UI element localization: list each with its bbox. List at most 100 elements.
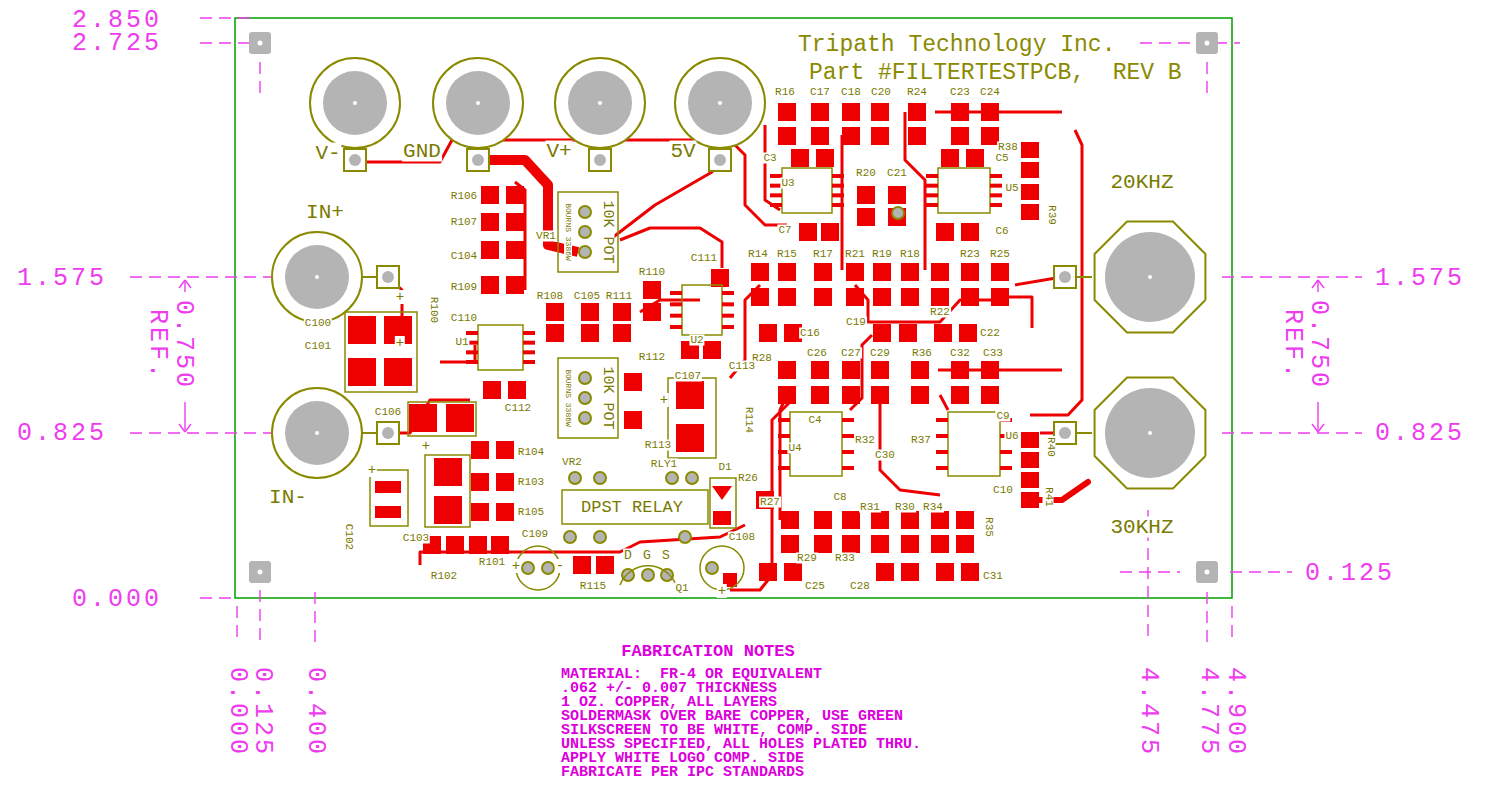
smd-pad: [846, 288, 864, 306]
silkscreen-label: 10K POT: [600, 199, 615, 264]
reference-designator: C32: [949, 348, 971, 359]
smd-pad: [951, 103, 969, 121]
through-hole: [594, 472, 606, 484]
silkscreen-label: BOURNS 3386W: [564, 368, 572, 428]
component-outline: [782, 168, 832, 213]
ic-lead: [778, 418, 790, 422]
smd-pad: [842, 103, 860, 121]
reference-designator: R21: [844, 249, 866, 260]
smd-pad: [934, 324, 952, 342]
copper-trace: [780, 395, 787, 520]
dimension-line: [259, 62, 260, 100]
component-outline: [682, 285, 722, 335]
smd-pad: [873, 288, 891, 306]
silkscreen-label: S: [661, 549, 671, 562]
ic-lead: [722, 314, 734, 318]
smd-pad: [481, 241, 499, 259]
ic-lead: [1000, 466, 1012, 470]
smd-pad: [471, 503, 489, 521]
connector-pad: [1054, 266, 1076, 288]
smd-pad: [966, 149, 984, 167]
connector-ring: [675, 58, 765, 148]
smd-pad: [871, 103, 889, 121]
reference-designator: R107: [450, 217, 478, 228]
smd-pad: [871, 127, 889, 145]
ic-lead: [523, 341, 535, 345]
bnc-center: [1148, 431, 1152, 435]
dimension-label: 4.475: [1136, 666, 1161, 758]
reference-designator: R41: [1043, 486, 1054, 508]
smd-pad: [956, 511, 974, 529]
connector-pad: [1054, 422, 1076, 444]
reference-designator: U4: [787, 443, 802, 454]
title-text: Tripath Technology Inc.: [797, 34, 1116, 57]
reference-designator: R34: [922, 502, 944, 513]
silkscreen-label: +: [717, 584, 727, 598]
copper-traces: [355, 112, 1082, 590]
connector-hole: [285, 401, 349, 465]
reference-designator: C22: [979, 328, 1001, 339]
silkscreen-label: GND: [402, 141, 442, 162]
dimension-line: [1312, 280, 1318, 288]
smd-pad: [899, 324, 917, 342]
dimension-label: 2.725: [71, 31, 163, 56]
smd-pad: [871, 535, 889, 553]
smd-pad: [348, 316, 376, 344]
reference-designator: C9: [995, 411, 1010, 422]
smd-pad: [873, 263, 891, 281]
smd-pad: [901, 563, 919, 581]
reference-designator: R32: [854, 435, 876, 446]
ic-lead: [832, 184, 844, 188]
reference-designator: R17: [812, 249, 834, 260]
smd-pad: [471, 473, 489, 491]
reference-designator: R14: [747, 249, 769, 260]
dimension-line: [1312, 424, 1318, 432]
mounting-hole: [249, 561, 271, 583]
smd-pad: [811, 127, 829, 145]
smd-pad: [1021, 204, 1039, 220]
reference-designator: C28: [849, 581, 871, 592]
reference-designator: R104: [517, 447, 545, 458]
smd-pad: [481, 213, 499, 231]
reference-designator: R22: [929, 307, 951, 318]
connector-ring: [310, 58, 400, 148]
reference-designator: C24: [979, 87, 1001, 98]
dimension-line: [179, 424, 185, 432]
smd-pad: [791, 149, 809, 167]
smd-pad: [959, 324, 977, 342]
silkscreen-label: BOURNS 3386W: [564, 202, 572, 262]
ic-lead: [926, 184, 938, 188]
connector-pad: [344, 149, 366, 171]
smd-pad: [434, 458, 462, 486]
component-outline: [562, 490, 708, 524]
smd-pad: [546, 303, 564, 321]
connector-center: [476, 101, 480, 105]
connector-pad-hole: [472, 154, 484, 166]
smd-pad: [842, 361, 860, 379]
smd-pad: [469, 536, 487, 554]
silkscreen-label: +: [659, 393, 669, 407]
smd-pad: [911, 361, 929, 379]
ic-lead: [670, 325, 682, 329]
reference-designator: R18: [899, 249, 921, 260]
ic-lead: [670, 314, 682, 318]
dimension-line: [130, 276, 272, 277]
bnc-hole: [1105, 388, 1195, 478]
dimension-label: 0.125: [250, 666, 275, 758]
silkscreen-label: V-: [314, 143, 341, 164]
fabrication-note: .062 +/- 0.007 THICKNESS: [560, 681, 778, 696]
reference-designator: C20: [870, 87, 892, 98]
component-outlines: [345, 168, 1000, 528]
reference-designator: R33: [834, 553, 856, 564]
smd-pad: [811, 103, 829, 121]
component-outline: [408, 402, 476, 436]
reference-designator: C25: [804, 581, 826, 592]
bnc-body: [1095, 222, 1206, 333]
silkscreen-label: +: [367, 463, 377, 477]
reference-designator: R27: [759, 497, 781, 508]
smd-pad: [961, 263, 979, 281]
ic-lead: [926, 174, 938, 178]
smd-pad: [981, 361, 999, 379]
smd-pad: [901, 288, 919, 306]
